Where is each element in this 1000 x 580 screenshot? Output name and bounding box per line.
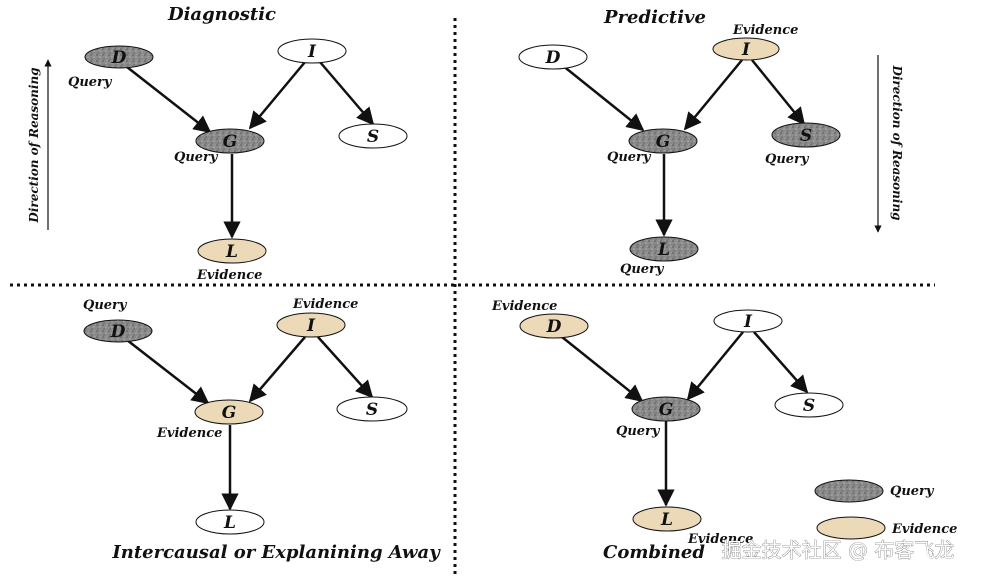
node-g xyxy=(628,128,698,154)
panel-title: Intercausal or Explanining Away xyxy=(111,542,441,563)
panel-title: Combined xyxy=(603,542,705,563)
node-l-label: L xyxy=(225,242,238,262)
node-g-label: G xyxy=(223,132,238,152)
node-g-label: G xyxy=(659,400,674,420)
node-i xyxy=(712,37,780,61)
tag-d: Query xyxy=(68,75,113,90)
legend: Query Evidence xyxy=(814,479,957,540)
node-l-label: L xyxy=(660,510,673,530)
node-l xyxy=(195,509,265,535)
node-l xyxy=(197,238,267,264)
node-d xyxy=(83,319,153,343)
node-l-label: L xyxy=(223,513,236,533)
edge-i-g xyxy=(686,331,744,401)
node-l-label: L xyxy=(657,240,670,260)
node-d-label: D xyxy=(111,48,127,68)
node-g xyxy=(194,399,264,425)
node-g-label: G xyxy=(656,132,671,152)
tag-d: Query xyxy=(83,298,128,313)
edge-i-g xyxy=(248,336,306,403)
panel-predictive: Predictive D I G S L Evidence Query Quer… xyxy=(518,7,904,277)
node-s-label: S xyxy=(800,126,812,146)
edge-i-s xyxy=(751,59,806,126)
tag-g: Evidence xyxy=(156,426,222,441)
node-d-label: D xyxy=(546,317,562,337)
legend-evidence-label: Evidence xyxy=(891,522,957,537)
edge-d-g xyxy=(561,64,645,132)
node-i-label: I xyxy=(306,316,316,336)
node-i xyxy=(713,309,783,333)
edge-i-s xyxy=(319,61,375,126)
edge-d-g xyxy=(561,336,644,403)
panel-intercausal: D I G S L Query Evidence Evidence Interc… xyxy=(83,297,441,563)
node-g xyxy=(195,128,265,154)
node-i-label: I xyxy=(743,312,753,332)
tag-g: Query xyxy=(607,150,652,165)
node-i-label: I xyxy=(741,40,751,60)
legend-evidence-swatch xyxy=(816,516,886,540)
panel-combined: D I G S L Evidence Query Evidence Combin… xyxy=(491,299,957,563)
tag-g: Query xyxy=(174,150,219,165)
legend-query-swatch xyxy=(814,479,884,503)
node-s-label: S xyxy=(366,400,378,420)
tag-i: Evidence xyxy=(732,23,798,38)
node-i-label: I xyxy=(307,42,317,62)
tag-i: Evidence xyxy=(292,297,358,312)
node-g xyxy=(631,396,701,422)
edge-i-s xyxy=(753,331,809,394)
node-s xyxy=(774,392,844,418)
panel-diagnostic: Diagnostic D I G S L Query Query Evidenc… xyxy=(27,4,408,283)
edge-d-g xyxy=(126,66,212,134)
node-d xyxy=(519,313,589,339)
node-l xyxy=(629,236,699,262)
node-s xyxy=(771,122,841,148)
node-s-label: S xyxy=(803,396,815,416)
edge-i-s xyxy=(317,336,374,399)
node-d xyxy=(518,44,588,70)
panel-title: Diagnostic xyxy=(167,4,276,25)
tag-l: Evidence xyxy=(196,268,262,283)
direction-label: Direction of Reasoning xyxy=(27,67,41,223)
tag-l: Evidence xyxy=(687,532,753,547)
node-d-label: D xyxy=(545,48,561,68)
edge-i-g xyxy=(248,61,306,130)
watermark: 掘金技术社区 @ 布客飞龙 xyxy=(722,538,955,562)
direction-label: Direction of Reasoning xyxy=(890,64,904,220)
edge-d-g xyxy=(126,339,210,405)
node-g-label: G xyxy=(222,403,237,423)
node-d xyxy=(84,45,154,69)
node-s xyxy=(336,396,408,422)
node-d-label: D xyxy=(110,322,126,342)
tag-d: Evidence xyxy=(491,299,557,314)
legend-query-label: Query xyxy=(890,484,935,499)
node-s xyxy=(338,123,408,149)
tag-g: Query xyxy=(616,424,661,439)
node-i xyxy=(277,38,347,64)
tag-l: Query xyxy=(620,262,665,277)
node-s-label: S xyxy=(367,127,379,147)
panel-title: Predictive xyxy=(603,7,706,28)
tag-s: Query xyxy=(765,152,810,167)
node-i xyxy=(276,312,346,338)
node-l xyxy=(632,506,702,532)
edge-i-g xyxy=(683,59,743,131)
